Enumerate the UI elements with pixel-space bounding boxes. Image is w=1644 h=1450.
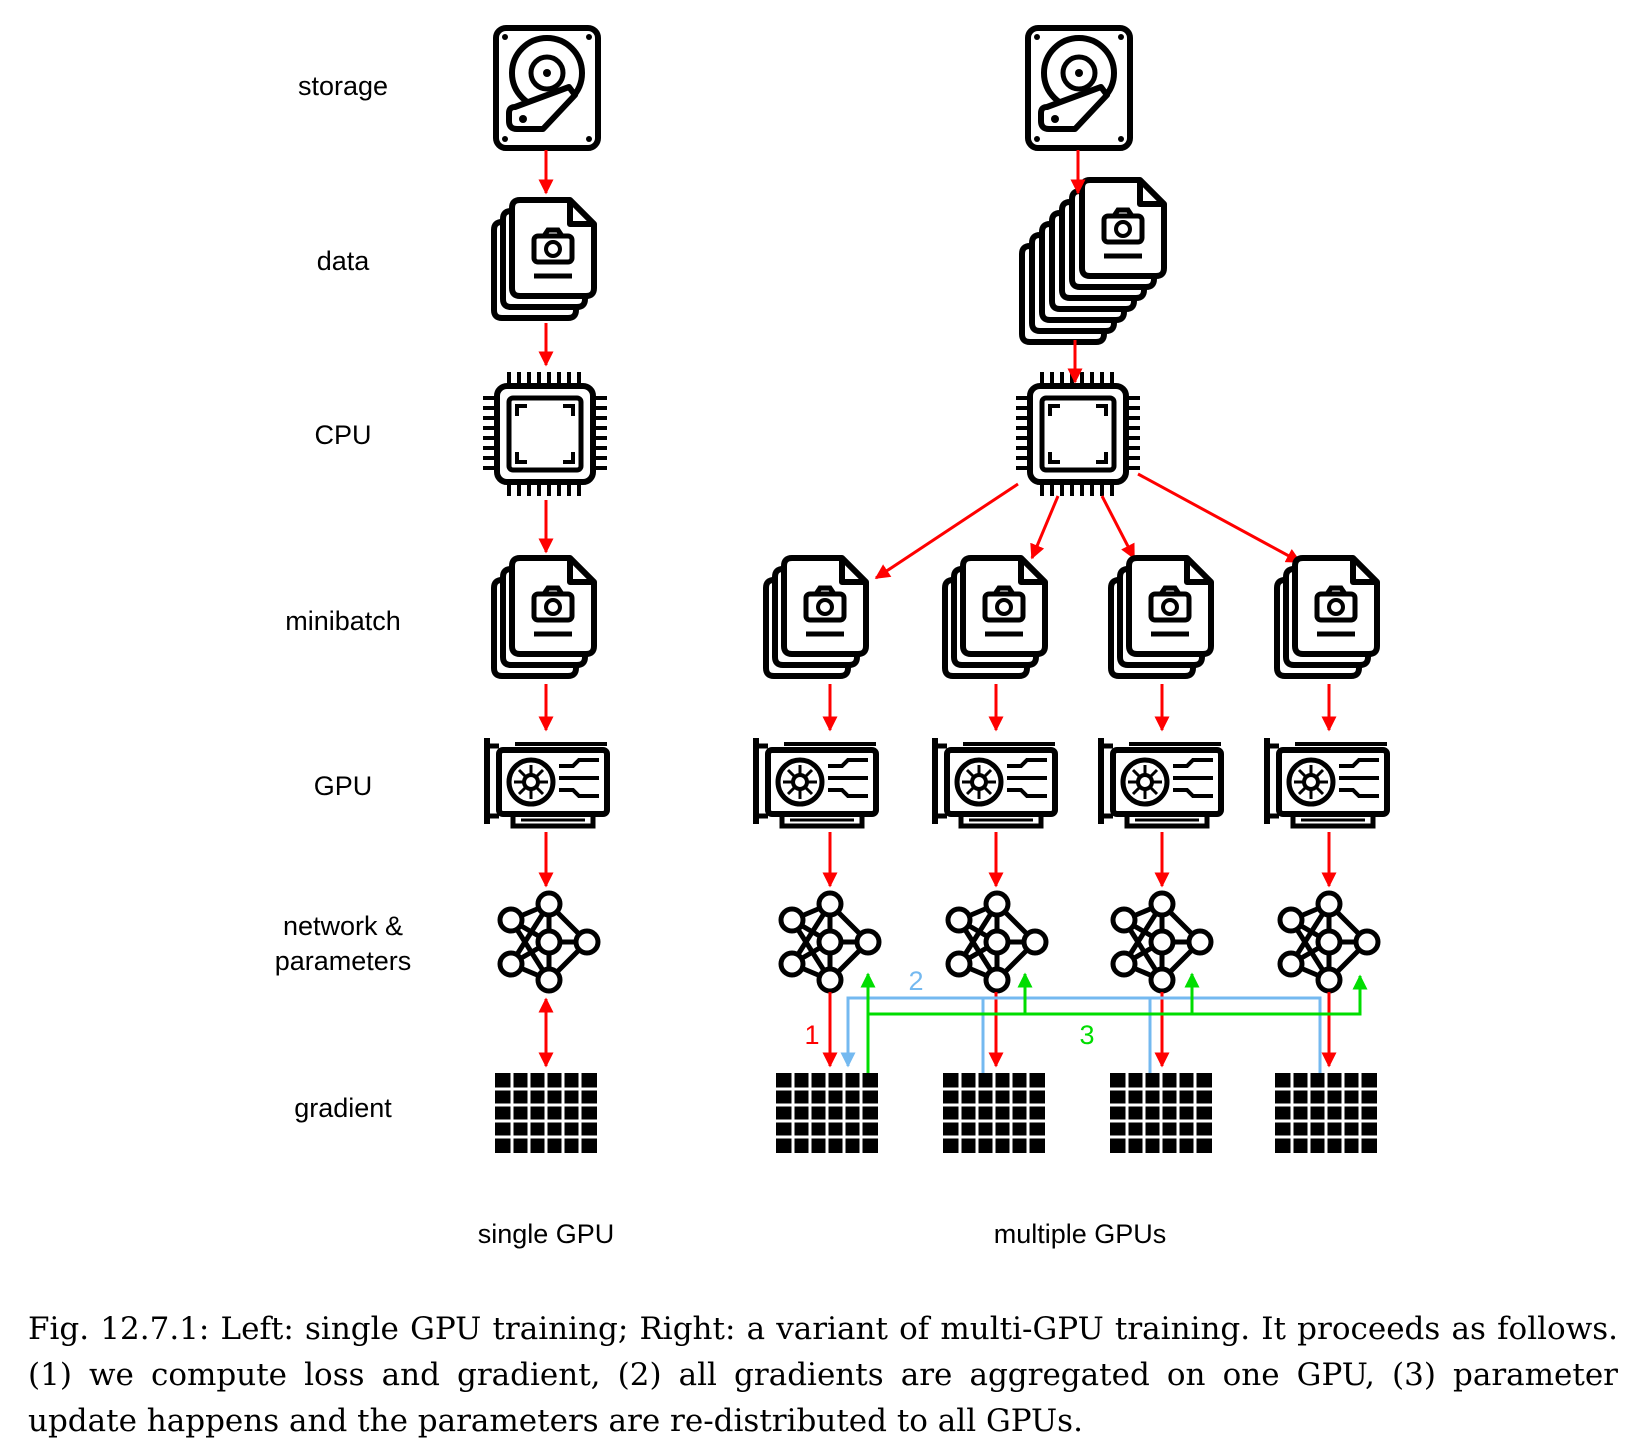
neural-network-icon <box>500 893 598 991</box>
step-3-label: 3 <box>1079 1020 1094 1050</box>
data-stack-icon <box>494 200 594 318</box>
minibatch-stack-icon <box>945 558 1045 676</box>
aggregate-lines <box>840 996 1322 1073</box>
gradient-grid-icon <box>774 1071 880 1155</box>
multi-gpu-column: 1 2 3 <box>756 28 1387 1155</box>
row-label-gpu: GPU <box>314 771 373 801</box>
neural-network-icon <box>948 893 1046 991</box>
cpu-chip-icon <box>483 372 607 496</box>
row-label-gradient: gradient <box>294 1093 392 1123</box>
gradient-grid-icon <box>941 1071 1047 1155</box>
hard-drive-icon <box>496 28 598 148</box>
arrow-cpu-to-minibatch-3 <box>1100 495 1136 560</box>
minibatch-stack-icon <box>494 558 594 676</box>
gpu-card-icon <box>1101 738 1221 826</box>
training-diagram: storage data CPU minibatch GPU network &… <box>275 0 1644 1249</box>
single-gpu-column <box>483 28 607 1155</box>
arrow-cpu-to-minibatch-1 <box>874 482 1019 580</box>
column-label-multiple: multiple GPUs <box>994 1219 1167 1249</box>
gpu-card-icon <box>756 738 876 826</box>
data-stack-icon <box>1022 180 1164 342</box>
arrow-cpu-to-minibatch-4 <box>1137 472 1302 564</box>
step-2-label: 2 <box>908 966 923 996</box>
figure-caption: Fig. 12.7.1: Left: single GPU training; … <box>28 1311 1618 1439</box>
gradient-grid-icon <box>1108 1071 1214 1155</box>
row-label-parameters: parameters <box>275 946 412 976</box>
row-label-minibatch: minibatch <box>285 606 401 636</box>
gradient-grid-icon <box>493 1071 599 1155</box>
worker-2 <box>935 558 1055 1155</box>
minibatch-stack-icon <box>766 558 866 676</box>
gradient-grid-icon <box>1273 1071 1379 1155</box>
neural-network-icon <box>1280 893 1378 991</box>
cpu-chip-icon <box>1016 372 1140 496</box>
column-label-single: single GPU <box>478 1219 615 1249</box>
row-label-cpu: CPU <box>314 420 371 450</box>
hard-drive-icon <box>1028 28 1130 148</box>
step-1-label: 1 <box>804 1020 819 1050</box>
neural-network-icon <box>1113 893 1211 991</box>
worker-4 <box>1267 558 1387 1155</box>
gpu-card-icon <box>487 738 607 826</box>
gpu-card-icon <box>1267 738 1387 826</box>
row-label-network: network & <box>283 911 403 941</box>
neural-network-icon <box>781 893 879 991</box>
row-label-storage: storage <box>298 71 388 101</box>
row-label-data: data <box>317 246 371 276</box>
arrow-cpu-to-minibatch-2 <box>1030 495 1060 560</box>
worker-1 <box>756 558 880 1155</box>
minibatch-stack-icon <box>1111 558 1211 676</box>
gpu-card-icon <box>935 738 1055 826</box>
worker-3 <box>1101 558 1221 1155</box>
minibatch-stack-icon <box>1277 558 1377 676</box>
update-lines <box>860 972 1368 1073</box>
